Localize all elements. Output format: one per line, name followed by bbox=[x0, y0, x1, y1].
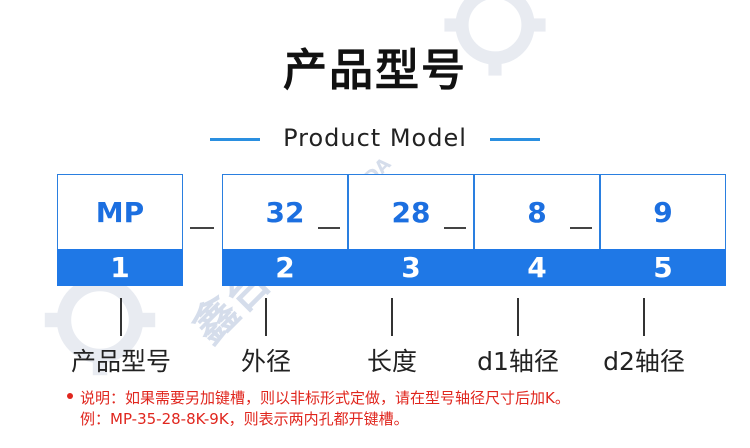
note-line-2: 例：MP-35-28-8K-9K，则表示两内孔都开键槽。 bbox=[80, 410, 409, 428]
separator-dash bbox=[318, 227, 340, 229]
model-box-1: MP 1 bbox=[57, 174, 183, 286]
box-value: 28 bbox=[348, 174, 474, 249]
box-value: MP bbox=[57, 174, 183, 249]
separator-dash bbox=[570, 227, 592, 229]
label-d1: d1轴径 bbox=[477, 347, 559, 376]
gear-watermark-icon bbox=[444, 0, 546, 76]
subtitle-row: Product Model bbox=[0, 124, 750, 154]
separator-dash bbox=[444, 227, 466, 229]
box-value: 32 bbox=[222, 174, 348, 249]
note-line-1: 说明：如果需要另加键槽，则以非标形式定做，请在型号轴径尺寸后加K。 bbox=[80, 389, 570, 407]
model-box-2: 32 2 bbox=[222, 174, 348, 286]
connector-line bbox=[643, 298, 645, 336]
model-box-3: 28 3 bbox=[348, 174, 474, 286]
page-title: 产品型号 bbox=[283, 45, 467, 96]
box-value: 8 bbox=[474, 174, 600, 249]
connector-line bbox=[517, 298, 519, 336]
box-index: 3 bbox=[348, 249, 474, 286]
subtitle-line-right bbox=[490, 138, 540, 141]
label-length: 长度 bbox=[366, 347, 417, 376]
model-box-5: 9 5 bbox=[600, 174, 726, 286]
box-index: 2 bbox=[222, 249, 348, 286]
label-d2: d2轴径 bbox=[603, 347, 685, 376]
connector-line bbox=[391, 298, 393, 336]
bullet-dot bbox=[67, 393, 73, 399]
label-model: 产品型号 bbox=[70, 347, 171, 376]
box-value: 9 bbox=[600, 174, 726, 249]
box-index: 5 bbox=[600, 249, 726, 286]
label-outer-diameter: 外径 bbox=[240, 347, 291, 376]
box-index: 1 bbox=[57, 249, 183, 286]
box-index: 4 bbox=[474, 249, 600, 286]
connector-line bbox=[120, 298, 122, 336]
model-box-4: 8 4 bbox=[474, 174, 600, 286]
subtitle: Product Model bbox=[283, 124, 467, 152]
connector-line bbox=[265, 298, 267, 336]
separator-dash bbox=[190, 227, 214, 229]
subtitle-line-left bbox=[210, 138, 260, 141]
